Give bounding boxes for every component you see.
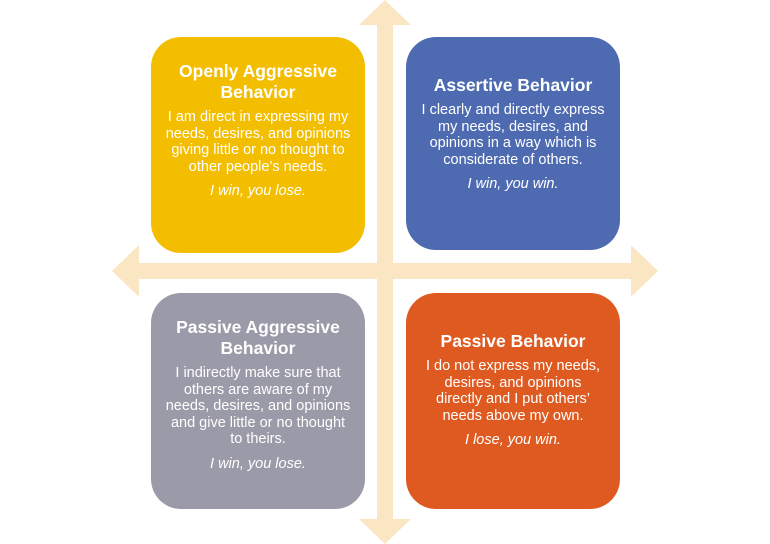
arrow-left-icon [112,245,139,297]
openly-aggressive-card: Openly Aggressive Behavior I am direct i… [151,37,365,253]
openly-aggressive-tagline: I win, you lose. [210,183,306,199]
arrow-down-icon [359,519,411,544]
openly-aggressive-description: I am direct in expressing my needs, desi… [165,109,351,175]
arrow-up-icon [359,0,411,25]
horizontal-axis [138,263,632,279]
passive-aggressive-description: I indirectly make sure that others are a… [165,365,351,447]
passive-tagline: I lose, you win. [465,432,561,448]
passive-title: Passive Behavior [440,331,586,351]
passive-description: I do not express my needs, desires, and … [425,358,601,424]
passive-aggressive-title: Passive Aggressive Behavior [176,317,340,358]
passive-card: Passive Behavior I do not express my nee… [406,293,620,509]
passive-aggressive-card: Passive Aggressive Behavior I indirectly… [151,293,365,509]
openly-aggressive-title: Openly Aggressive Behavior [179,61,337,102]
assertive-description: I clearly and directly express my needs,… [421,102,605,168]
passive-aggressive-tagline: I win, you lose. [210,455,306,472]
assertive-card: Assertive Behavior I clearly and directl… [406,37,620,250]
assertive-tagline: I win, you win. [467,176,559,192]
arrow-right-icon [631,245,658,297]
assertive-title: Assertive Behavior [433,75,593,95]
